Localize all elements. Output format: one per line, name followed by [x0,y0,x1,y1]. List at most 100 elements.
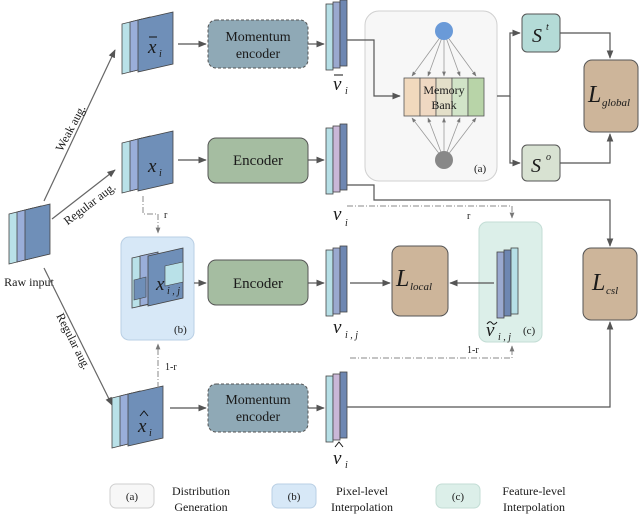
regular-aug-top-arrow [51,169,116,220]
v-bar-i-feature [325,0,348,71]
encoder-interp-label: Encoder [233,276,283,292]
legend-a-tag: (a) [126,491,139,503]
v-bar-i-symbol: v i [333,74,348,97]
x-ij-base: x [155,274,165,295]
x-bar-i-symbol: x i [147,36,162,60]
legend-c-tag: (c) [452,491,465,503]
memory-to-so-arrow [509,96,521,167]
tag-a: (a) [474,163,487,175]
momentum-encoder-bottom-line1: Momentum [225,393,290,408]
x-hat-i-sub: i [149,428,152,439]
momentum-encoder-top-line1: Momentum [225,30,290,45]
l-csl-box [582,247,638,321]
raw-input-image-stack [8,203,51,265]
v-i-feature [325,123,348,195]
x-hat-i-image-stack [111,385,164,449]
x-i-sub: i [159,168,162,179]
x-hat-i-base: x [137,416,147,437]
x-ij-symbol: x i , j [155,274,180,297]
legend-c-line2: Interpolation [503,500,565,514]
legend-b-line1: Pixel-level [336,484,389,498]
st-to-lglobal-arrow [560,32,614,59]
memory-bank-line2: Bank [431,98,456,112]
v-tilde-ij-sub: i , j [498,332,511,343]
legend-b-tag: (b) [288,491,301,503]
l-local-box [391,245,449,317]
v-hat-i-symbol: v i [333,441,348,471]
legend-item-b: (b) Pixel-level Interpolation [271,483,393,514]
so-sup: o [546,152,551,163]
x-bar-i-sub: i [159,49,162,60]
feature-r-label: r [467,211,471,222]
so-symbol: S o [531,152,551,177]
encoder-mid-label: Encoder [233,153,283,169]
legend-c-line1: Feature-level [502,484,566,498]
v-bar-i-sub: i [345,86,348,97]
legend-item-c: (c) Feature-level Interpolation [435,483,566,514]
v-i-to-lcsl-arrow [347,184,614,247]
v-ij-sub: i , j [345,330,358,341]
v-i-sub: i [345,218,348,229]
v-i-base: v [333,204,342,225]
l-global-sub: global [602,97,630,109]
x-hat-i-symbol: x i [137,410,152,439]
memory-bank-line1: Memory [423,83,464,97]
v-ij-feature [325,245,348,317]
x-i-image-stack [121,130,174,194]
weak-aug-arrow [43,49,116,202]
legend-item-a: (a) Distribution Generation [109,483,230,514]
l-global-box [583,59,639,133]
l-csl-symbol: L csl [591,270,618,297]
momentum-encoder-bottom-line2: encoder [236,410,281,425]
legend-b-line2: Interpolation [331,500,393,514]
memory-top-node [435,22,453,40]
v-hat-i-sub: i [345,460,348,471]
x-ij-image-stack [131,247,184,309]
tag-b: (b) [174,324,187,336]
l-local-sub: local [410,281,432,293]
so-to-lglobal-arrow [560,133,614,164]
v-ij-base: v [333,317,342,338]
l-global-symbol: L global [587,82,630,109]
regular-aug-bottom-label: Regular aug. [53,311,93,372]
pixel-r-path [142,196,161,234]
v-tilde-ij-base: v [486,320,495,341]
raw-input-label: Raw input [4,275,54,289]
feature-one-minus-r-label: 1-r [467,345,479,356]
l-local-base: L [395,266,409,292]
x-i-symbol: x i [147,156,162,179]
legend-a-line2: Generation [174,500,227,514]
v-bar-to-memory-arrow [347,39,401,100]
tag-c: (c) [523,325,536,337]
v-hat-i-feature [325,371,348,443]
l-global-base: L [587,82,601,108]
x-bar-i-image-stack [121,11,174,75]
st-symbol: S t [532,22,549,47]
memory-bank-network: Memory Bank [403,22,485,169]
l-local-symbol: L local [395,266,432,293]
l-csl-base: L [591,270,605,296]
v-tilde-ij-feature [496,247,519,319]
feature-one-minus-r-path [350,345,515,359]
x-bar-i-base: x [147,37,157,58]
st-sup: t [546,22,549,33]
v-ij-symbol: v i , j [333,317,358,341]
v-hat-i-base: v [333,448,342,469]
x-ij-sub: i , j [167,286,180,297]
pixel-r-label: r [164,210,168,221]
so-box [521,144,561,182]
v-i-symbol: v i [333,204,348,229]
momentum-encoder-top-line2: encoder [236,47,281,62]
legend-a-line1: Distribution [172,484,230,498]
x-i-base: x [147,156,157,177]
legend: (a) Distribution Generation (b) Pixel-le… [109,483,566,514]
feature-r-path [347,205,515,219]
so-base: S [531,155,541,177]
memory-bottom-node [435,151,453,169]
regular-aug-bottom-arrow [43,267,113,406]
pixel-one-minus-r-label: 1-r [165,362,177,373]
v-hat-to-lcsl-arrow [347,321,614,408]
regular-aug-top-label: Regular aug. [61,180,118,228]
memory-to-st-arrow [497,29,521,97]
